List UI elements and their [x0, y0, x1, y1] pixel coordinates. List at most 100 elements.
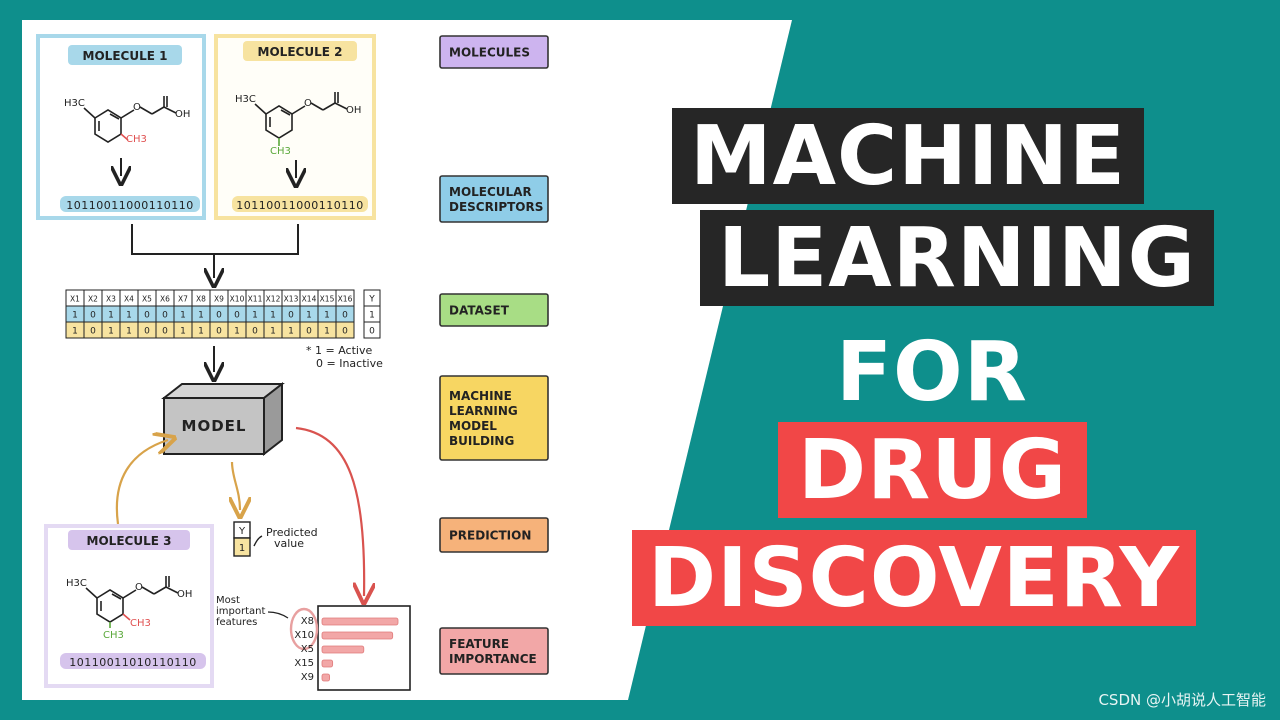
importance-feature-label: X10	[294, 630, 314, 641]
dataset-cell-value: 0	[144, 311, 150, 321]
title-for: FOR	[836, 325, 1028, 420]
dataset-cell-value: 0	[234, 311, 240, 321]
dataset-header-label: X3	[106, 295, 116, 304]
dataset-header-label: X13	[284, 295, 299, 304]
molecule-1-ch3: CH3	[126, 134, 147, 145]
importance-feature-label: X8	[301, 616, 314, 627]
molecule-3-ch3-green: CH3	[103, 630, 124, 641]
importance-bar	[321, 617, 399, 626]
step-label-text: LEARNING	[449, 404, 518, 418]
dataset-cell-value: 0	[162, 327, 168, 337]
prediction-note-line2: value	[274, 537, 304, 550]
molecule-2-bits-bg	[232, 196, 368, 212]
dataset-y-value: 1	[369, 311, 375, 321]
dataset-cell-value: 1	[180, 311, 186, 321]
molecule-1-structure	[83, 96, 177, 143]
molecule-1-oh: OH	[175, 109, 190, 120]
step-label-box	[439, 35, 549, 69]
dataset-header-label: X6	[160, 295, 170, 304]
title-drug: DRUG	[778, 422, 1088, 518]
step-label-box	[439, 627, 549, 675]
dataset-header-label: X5	[142, 295, 152, 304]
dataset-cell-value: 0	[144, 327, 150, 337]
step-label-text: BUILDING	[449, 434, 514, 448]
molecule-3-o: O	[135, 582, 143, 593]
model-to-prediction-arrow	[232, 461, 240, 510]
dataset-y-cell	[363, 321, 381, 339]
molecule-3-bits-bg	[60, 653, 206, 669]
molecule-2-bits: 10110011000110110	[236, 199, 363, 212]
dataset-cell-value: 0	[90, 311, 96, 321]
dataset-header-label: X1	[70, 295, 80, 304]
title-learning: LEARNING	[700, 210, 1214, 306]
prediction-note-pointer	[253, 535, 263, 547]
dataset-cell-value: 1	[180, 327, 186, 337]
molecule-3-oh: OH	[177, 589, 192, 600]
prediction-value-cell	[233, 537, 251, 557]
importance-note-line2: important	[216, 606, 265, 617]
importance-feature-label: X9	[301, 672, 314, 683]
dataset-header-label: X9	[214, 295, 224, 304]
molecule-1-label: MOLECULE 1	[83, 49, 168, 63]
molecule-2-ch3: CH3	[270, 146, 291, 157]
dataset-header-label: X16	[338, 295, 353, 304]
molecule-2-card	[214, 34, 376, 220]
dataset-y-value: 0	[369, 327, 375, 337]
dataset-cell-value: 0	[342, 311, 348, 321]
prediction-note-line1: Predicted	[266, 526, 318, 539]
dataset-header-label: X4	[124, 295, 134, 304]
dataset-cell-value: 1	[198, 327, 204, 337]
step-label-box	[439, 293, 549, 327]
new-molecule-arrow	[115, 440, 168, 525]
step-label-text: MACHINE	[449, 389, 512, 403]
step-label-text: MODEL	[449, 419, 497, 433]
importance-bar	[321, 631, 394, 640]
dataset-cell-value: 0	[342, 327, 348, 337]
dataset-header-label: X2	[88, 295, 98, 304]
model-label: MODEL	[182, 417, 247, 435]
dataset-header-label: X12	[266, 295, 281, 304]
prediction-value: 1	[239, 543, 245, 554]
step-labels: MOLECULESMOLECULARDESCRIPTORSDATASETMACH…	[439, 35, 549, 675]
dataset-cell-value: 1	[126, 311, 132, 321]
model-to-importance-arrow	[295, 426, 364, 596]
step-label-text: IMPORTANCE	[449, 652, 537, 666]
prediction-y-header: Y	[238, 526, 246, 537]
molecule-2-structure	[254, 92, 348, 146]
importance-bar	[321, 659, 334, 668]
molecule-1-h3c: H3C	[64, 98, 85, 109]
dataset-legend-active: * 1 = Active	[306, 344, 372, 357]
dataset-cell-value: 1	[270, 327, 276, 337]
molecule-1-bits: 10110011000110110	[66, 199, 193, 212]
dataset-cell-value: 1	[306, 311, 312, 321]
dataset-cell-value: 1	[126, 327, 132, 337]
title-machine: MACHINE	[672, 108, 1145, 204]
dataset-header-label: X15	[320, 295, 335, 304]
importance-bar	[321, 645, 365, 654]
dataset-cell-value: 0	[216, 311, 222, 321]
title-discovery: DISCOVERY	[632, 530, 1196, 626]
importance-top-highlight	[289, 607, 319, 651]
molecule-3-label-bg	[68, 530, 190, 550]
dataset-header-label: X10	[230, 295, 245, 304]
dataset-cell-value: 1	[288, 327, 294, 337]
model-box	[161, 381, 285, 457]
dataset-cell	[335, 321, 355, 339]
dataset-cell-value: 1	[198, 311, 204, 321]
molecule-1-bits-bg	[60, 196, 200, 212]
step-label-box	[439, 375, 549, 461]
dataset-header-label: X8	[196, 295, 206, 304]
dataset-y-header: Y	[368, 295, 375, 305]
step-label-text: MOLECULAR	[449, 185, 532, 199]
importance-feature-label: X5	[301, 644, 314, 655]
step-label-text: FEATURE	[449, 637, 509, 651]
dataset-cell-value: 0	[162, 311, 168, 321]
dataset-cell-value: 1	[324, 327, 330, 337]
step-label-text: MOLECULES	[449, 46, 530, 60]
dataset-cell-value: 0	[90, 327, 96, 337]
watermark-text: CSDN @小胡说人工智能	[1098, 691, 1266, 709]
molecule-3-bits: 10110011010110110	[69, 656, 196, 669]
step-label-text: DATASET	[449, 304, 510, 318]
importance-feature-label: X15	[294, 658, 314, 669]
